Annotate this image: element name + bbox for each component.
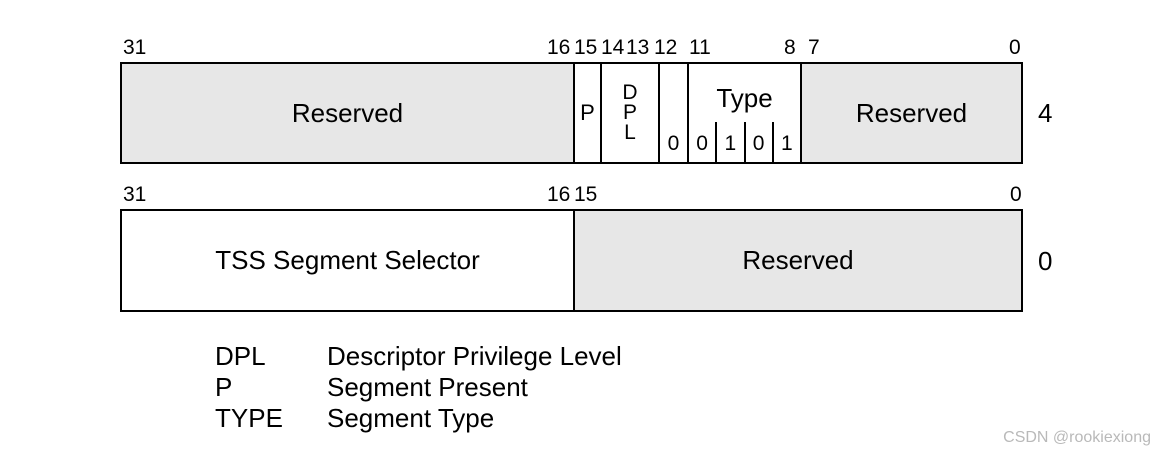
bit-label-0-dword0: 0 (1010, 183, 1022, 206)
bit-label-0-dword4: 0 (1009, 36, 1021, 59)
field-tss-segment-selector: TSS Segment Selector (122, 211, 573, 310)
bit-label-31-dword0: 31 (123, 183, 147, 206)
legend: DPL Descriptor Privilege Level P Segment… (215, 341, 622, 434)
legend-abbr-p: P (215, 372, 233, 402)
type-bit-10: 1 (715, 122, 743, 162)
type-bit-8: 1 (771, 122, 800, 162)
field-reserved-low: Reserved (800, 64, 1021, 162)
bit-label-12-dword4: 12 (654, 36, 678, 59)
bit-label-7-dword4: 7 (808, 36, 820, 59)
dword4-box: Reserved P D P L 0 Type 0 1 0 1 Reserved (120, 62, 1023, 164)
field-bit12-value: 0 (667, 132, 680, 155)
field-p-label: P (580, 100, 595, 125)
bit-label-14-dword4: 14 (601, 36, 625, 59)
bit-label-31-dword4: 31 (123, 36, 147, 59)
field-dpl: D P L (600, 64, 658, 162)
bit-label-16-dword0: 16 (547, 183, 571, 206)
legend-row-dpl: DPL Descriptor Privilege Level (215, 341, 622, 372)
legend-meaning-type: Segment Type (327, 403, 495, 433)
field-dpl-label: D P L (622, 81, 638, 144)
legend-abbr-type: TYPE (215, 403, 283, 433)
csdn-watermark: CSDN @rookiexiong (1003, 429, 1151, 446)
field-tss-segment-selector-label: TSS Segment Selector (215, 245, 480, 275)
byte-offset-0: 0 (1038, 246, 1053, 276)
bit-label-16-dword4: 16 (547, 36, 571, 59)
byte-offset-4: 4 (1038, 98, 1053, 128)
field-reserved-low-label: Reserved (855, 97, 968, 128)
bit-label-15-dword0: 15 (574, 183, 598, 206)
field-reserved-dword0-label: Reserved (742, 245, 854, 275)
field-reserved-dword0: Reserved (573, 211, 1021, 310)
dword0-box: TSS Segment Selector Reserved (120, 209, 1023, 312)
field-type-label: Type (716, 83, 773, 113)
bit-label-15-dword4: 15 (574, 36, 598, 59)
field-bit12: 0 (658, 64, 687, 162)
bit-label-8-dword4: 8 (784, 36, 796, 59)
legend-row-type: TYPE Segment Type (215, 403, 622, 434)
type-bit-9: 0 (743, 122, 772, 162)
legend-meaning-dpl: Descriptor Privilege Level (327, 341, 622, 371)
field-reserved-high-label: Reserved (291, 97, 404, 128)
type-bit-11: 0 (696, 132, 708, 155)
legend-row-p: P Segment Present (215, 372, 622, 403)
field-type-bits: 0 1 0 1 (689, 122, 800, 162)
bit-label-11-dword4: 11 (689, 36, 711, 59)
legend-abbr-dpl: DPL (215, 341, 266, 371)
field-p: P (573, 64, 600, 162)
legend-meaning-p: Segment Present (327, 372, 528, 402)
bit-label-13-dword4: 13 (626, 36, 650, 59)
field-type: Type 0 1 0 1 (687, 64, 800, 162)
field-reserved-high: Reserved (122, 64, 573, 162)
